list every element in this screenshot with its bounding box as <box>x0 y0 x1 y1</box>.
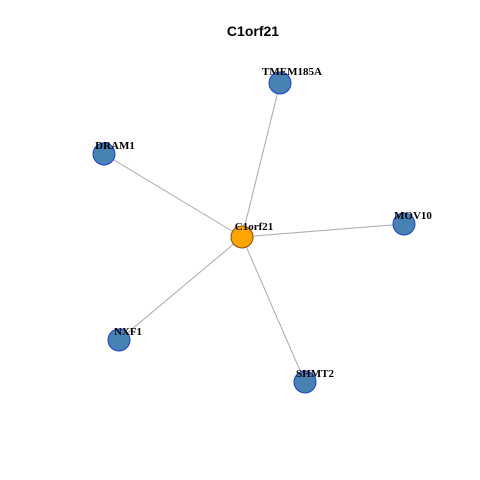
edge-C1orf21-DRAM1 <box>103 153 243 238</box>
node-label-C1orf21: C1orf21 <box>235 221 274 233</box>
node-label-SHMT2: SHMT2 <box>296 368 334 380</box>
node-label-NXF1: NXF1 <box>114 326 142 338</box>
node-label-MOV10: MOV10 <box>394 210 432 222</box>
edge-C1orf21-TMEM185A <box>241 82 281 238</box>
node-TMEM185A <box>268 71 292 95</box>
node-layer <box>92 71 416 394</box>
node-MOV10 <box>392 212 416 236</box>
edge-C1orf21-MOV10 <box>241 223 405 238</box>
node-NXF1 <box>107 328 131 352</box>
edge-layer <box>103 82 405 383</box>
node-SHMT2 <box>293 370 317 394</box>
edge-C1orf21-SHMT2 <box>241 236 306 383</box>
node-label-DRAM1: DRAM1 <box>95 140 135 152</box>
diagram-title: C1orf21 <box>227 23 279 39</box>
node-label-TMEM185A: TMEM185A <box>262 66 322 78</box>
edge-C1orf21-NXF1 <box>118 236 243 341</box>
node-DRAM1 <box>92 142 116 166</box>
node-C1orf21 <box>230 225 254 249</box>
